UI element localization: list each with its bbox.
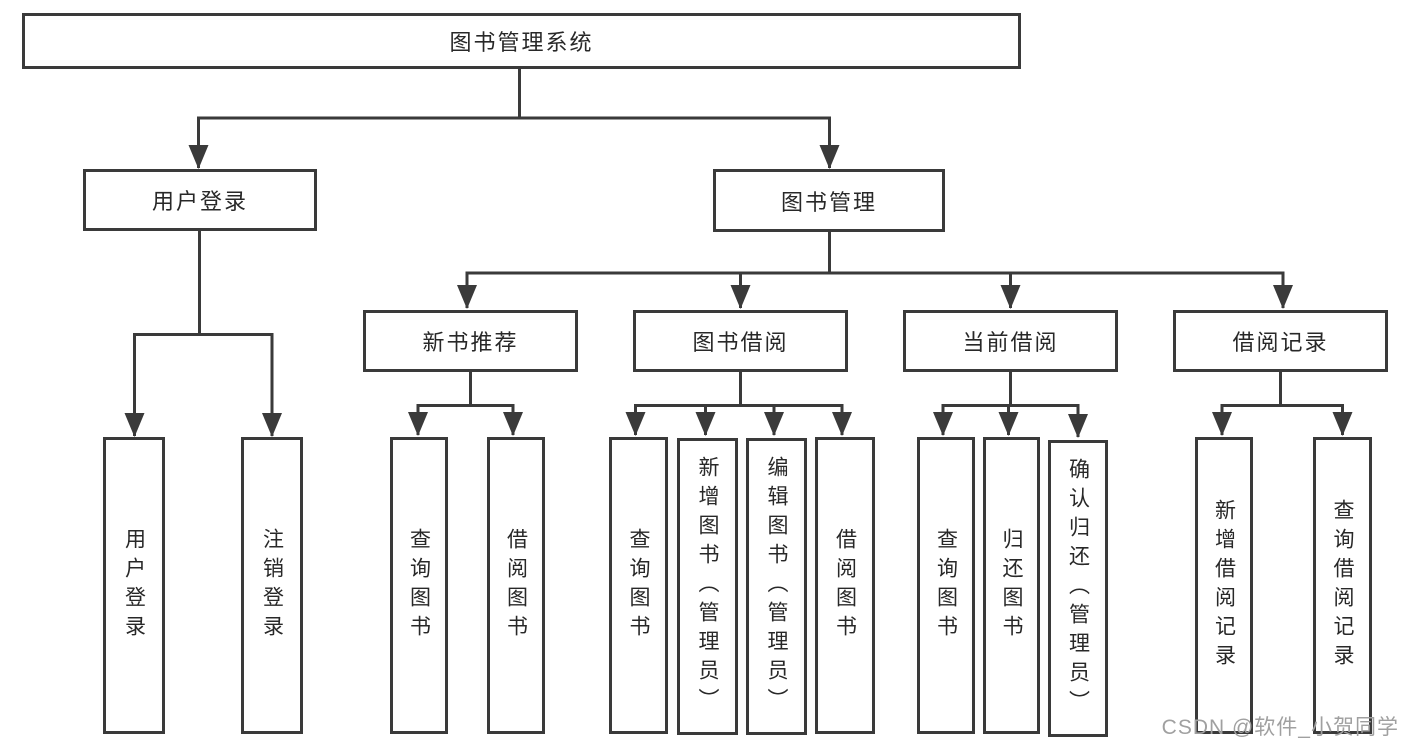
node-records-add-record: 新增借阅记录	[1195, 437, 1253, 734]
node-current-confirm-return-admin: 确认归还（管理员）	[1048, 440, 1108, 737]
node-label: 查询借阅记录	[1331, 498, 1354, 673]
node-label: 用户登录	[122, 527, 146, 644]
node-label: 图书管理系统	[449, 30, 594, 55]
node-label: 图书管理	[780, 189, 877, 215]
node-recommend-query-books: 查询图书	[390, 437, 448, 734]
node-label: 新增借阅记录	[1212, 498, 1236, 673]
node-label: 归还图书	[1000, 527, 1023, 644]
node-label: 注销登录	[260, 527, 284, 644]
node-borrowing-edit-books-admin: 编辑图书（管理员）	[746, 438, 807, 735]
node-recommend-borrow-books: 借阅图书	[487, 437, 545, 734]
node-current-query-books: 查询图书	[917, 437, 975, 734]
node-book-management: 图书管理	[713, 169, 945, 232]
node-label: 用户登录	[151, 189, 248, 214]
node-label: 图书借阅	[692, 330, 789, 355]
node-label: 编辑图书（管理员）	[765, 456, 788, 717]
node-label: 查询图书	[934, 527, 958, 644]
node-current-borrowing: 当前借阅	[903, 310, 1118, 372]
node-borrowing-records: 借阅记录	[1173, 310, 1388, 372]
node-book-borrowing: 图书借阅	[633, 310, 848, 372]
watermark-text: CSDN @软件_小贺同学	[1161, 716, 1399, 739]
node-label: 确认归还（管理员）	[1066, 458, 1090, 719]
node-borrowing-query-books: 查询图书	[609, 437, 668, 734]
node-label: 新书推荐	[422, 330, 519, 355]
node-leaf-user-login: 用户登录	[103, 437, 165, 734]
node-label: 查询图书	[407, 527, 431, 644]
node-current-return-books: 归还图书	[983, 437, 1040, 734]
node-label: 当前借阅	[962, 330, 1059, 355]
node-borrowing-add-books-admin: 新增图书（管理员）	[677, 438, 738, 735]
node-label: 查询图书	[627, 527, 650, 644]
node-borrowing-borrow-books: 借阅图书	[815, 437, 875, 734]
node-label: 借阅记录	[1232, 330, 1329, 355]
node-user-login: 用户登录	[83, 169, 317, 231]
node-new-book-recommend: 新书推荐	[363, 310, 578, 372]
node-label: 新增图书（管理员）	[696, 456, 719, 717]
node-label: 借阅图书	[504, 527, 528, 644]
node-leaf-logout: 注销登录	[241, 437, 303, 734]
node-records-query-record: 查询借阅记录	[1313, 437, 1372, 734]
node-library-system: 图书管理系统	[22, 13, 1021, 69]
node-label: 借阅图书	[833, 527, 857, 644]
